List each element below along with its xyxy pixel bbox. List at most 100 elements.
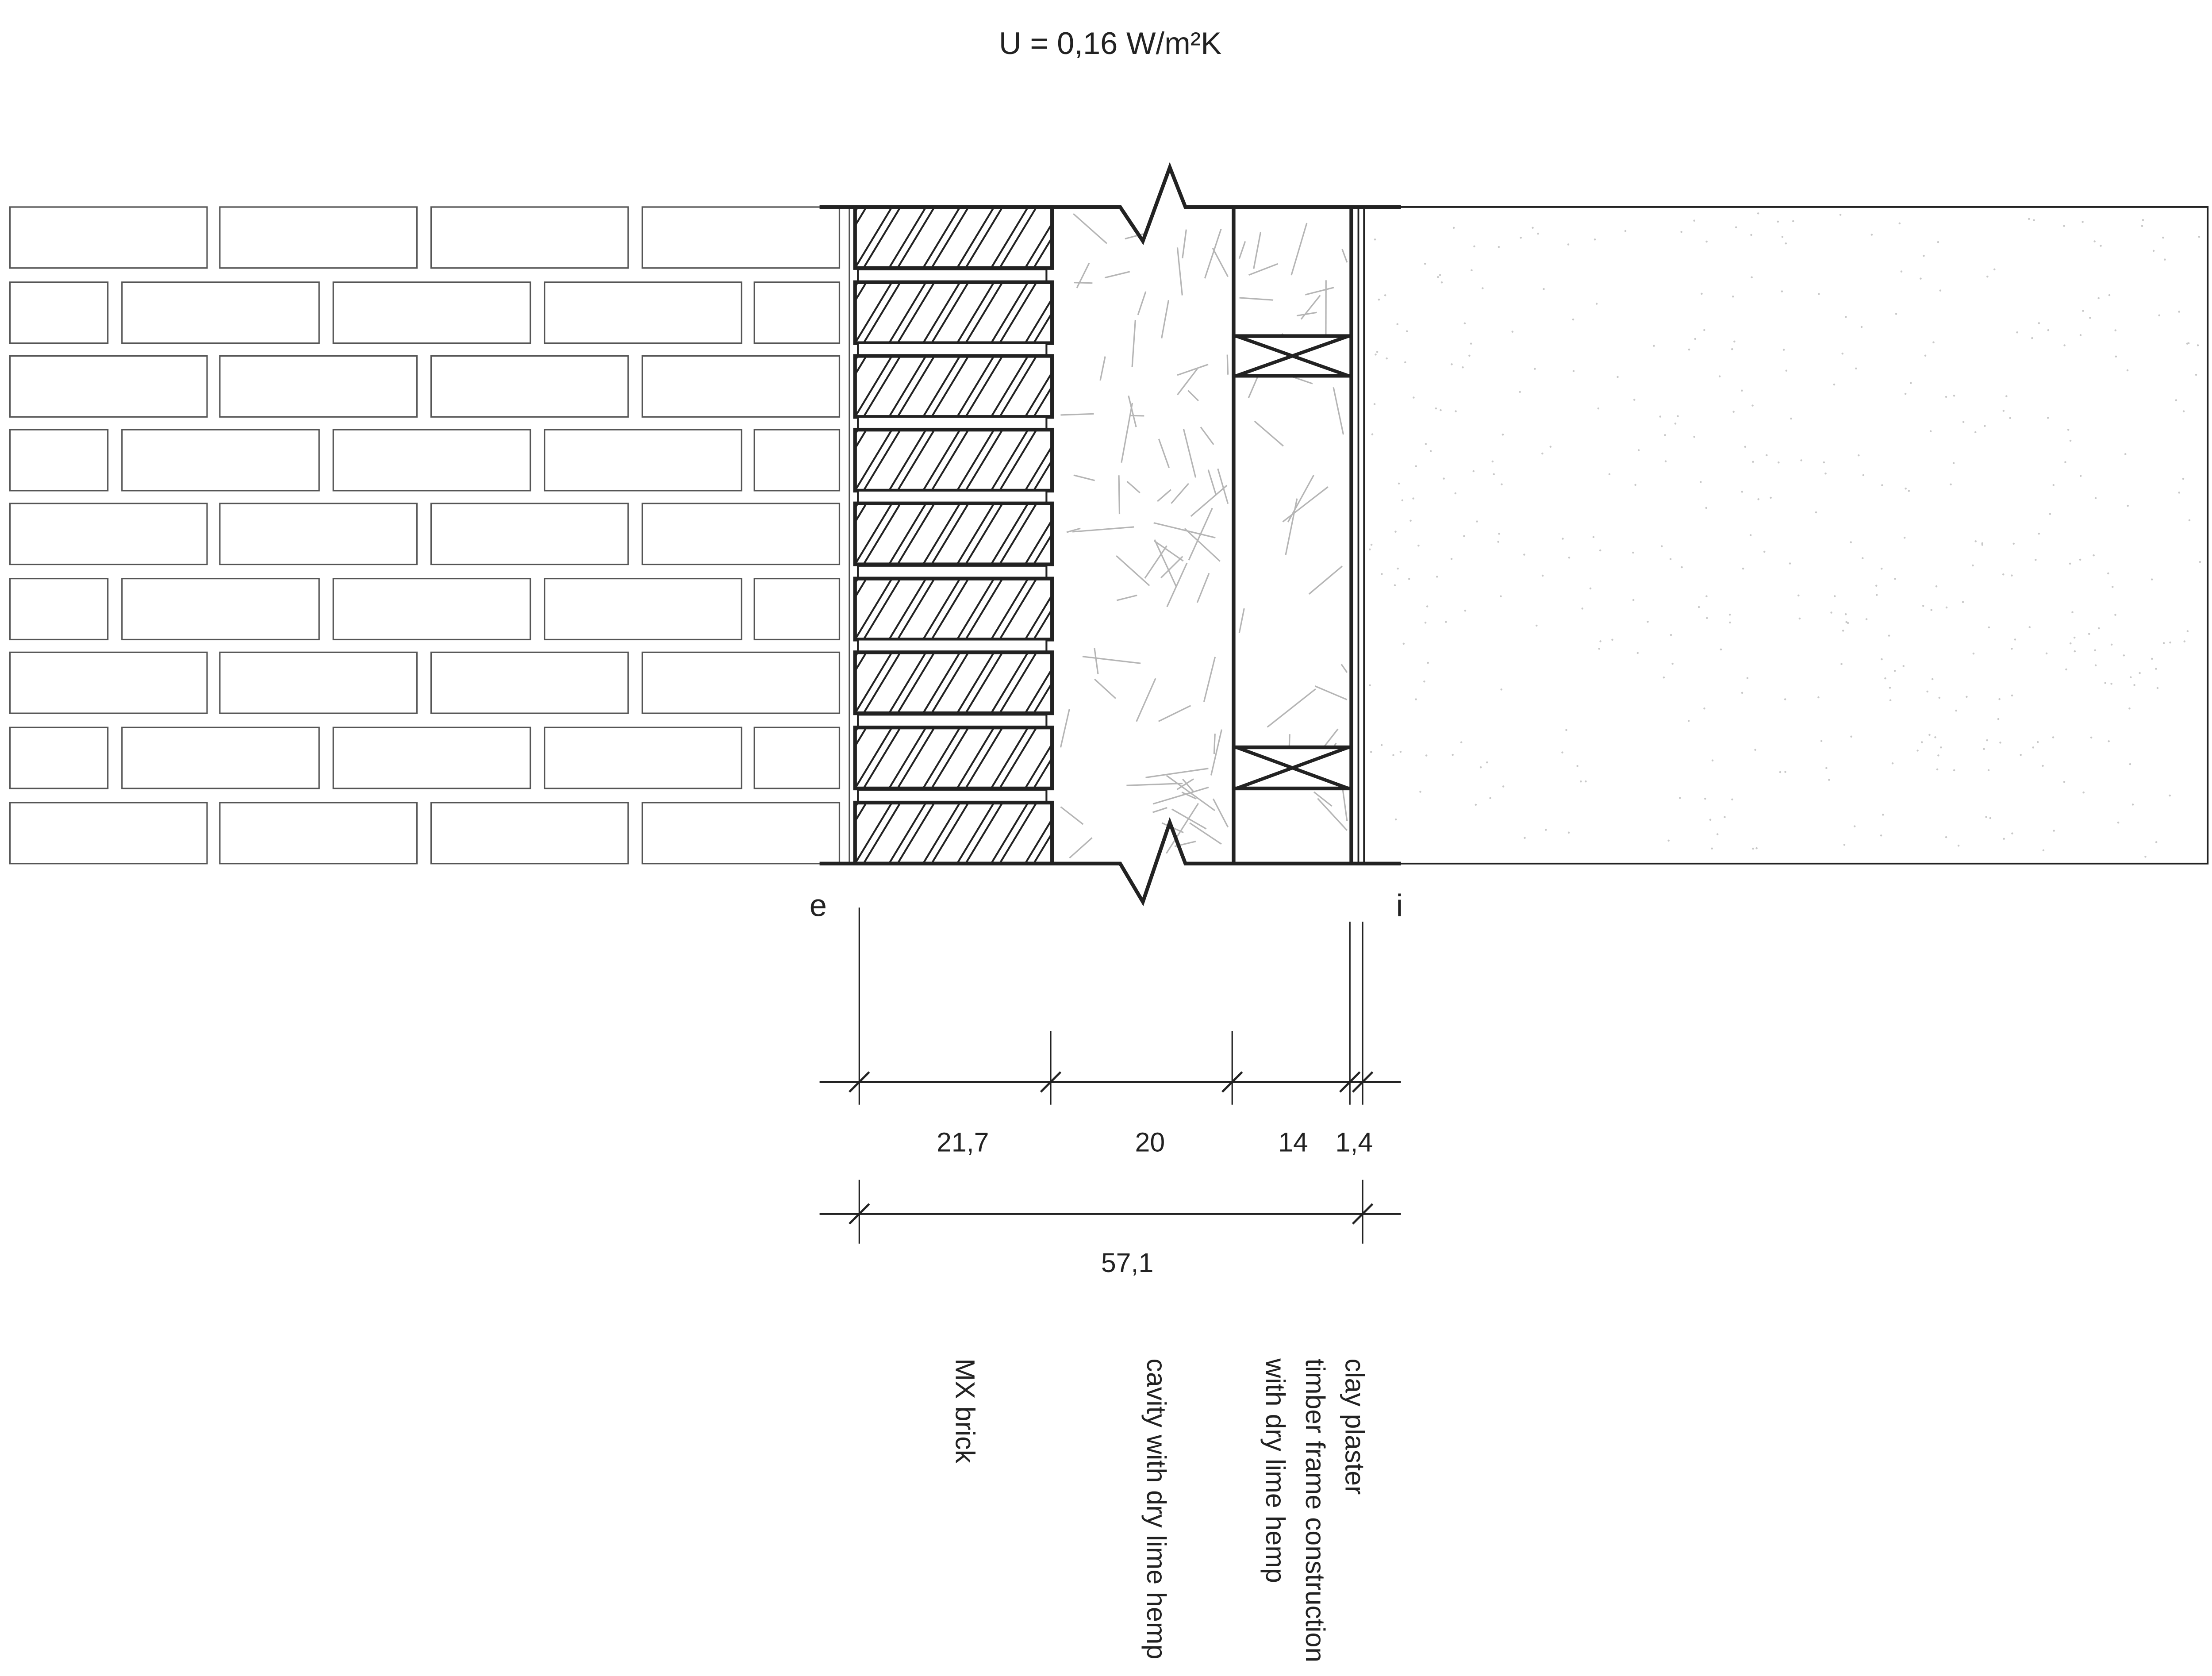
plaster-dot	[1594, 238, 1596, 241]
hatch-line	[998, 727, 1037, 789]
plaster-dot	[1697, 606, 1700, 608]
hemp-fibre	[1196, 573, 1210, 603]
hemp-fibre	[1137, 291, 1147, 315]
plaster-dot	[2131, 803, 2134, 806]
plaster-dot	[2073, 636, 2076, 639]
hatch-line	[854, 727, 868, 747]
hemp-fibre	[1285, 498, 1298, 555]
plaster-dot	[1757, 498, 1759, 500]
plaster-dot	[1599, 640, 1601, 642]
hemp-fibre	[1145, 768, 1209, 778]
plaster-dot	[1862, 557, 1864, 559]
plaster-dot	[2187, 342, 2190, 344]
hatch-line	[863, 355, 902, 418]
plaster-dot	[1705, 595, 1708, 597]
plaster-dot	[1945, 396, 1947, 398]
hatch-line	[854, 281, 893, 344]
plaster-dot	[1862, 474, 1865, 477]
hemp-fibre	[1212, 248, 1229, 277]
plaster-dot	[2093, 554, 2095, 557]
plaster-dot	[2063, 225, 2065, 227]
plaster-dot	[2037, 741, 2039, 743]
plaster-dot	[2012, 542, 2015, 545]
plaster-dot	[1561, 751, 1563, 753]
plaster-dot	[1396, 323, 1398, 325]
plaster-dot	[1893, 670, 1896, 672]
hemp-fibre	[1254, 420, 1284, 447]
plaster-dot	[1402, 642, 1405, 645]
plaster-dot	[1452, 753, 1454, 756]
plaster-dot	[2178, 311, 2180, 313]
plaster-dot	[1916, 750, 1919, 752]
hatch-line	[863, 727, 902, 789]
plaster-dot	[1789, 562, 1791, 565]
plaster-dot	[1705, 240, 1708, 243]
hatch-line	[854, 578, 893, 640]
plaster-dot	[2182, 410, 2185, 412]
plaster-dot	[2155, 841, 2158, 843]
plaster-dot	[1834, 595, 1836, 597]
plaster-dot	[1781, 236, 1784, 238]
hemp-fibre	[1200, 427, 1214, 445]
plaster-dot	[1974, 540, 1977, 542]
plaster-dot	[1537, 232, 1539, 235]
plaster-dot	[1415, 698, 1417, 700]
plaster-dot	[2042, 849, 2045, 852]
plaster-dot	[1815, 511, 1817, 514]
plaster-dot	[1938, 696, 1941, 699]
plaster-dot	[2169, 794, 2171, 797]
plaster-dot	[1661, 545, 1663, 547]
plaster-dot	[1409, 519, 1412, 522]
plaster-dot	[1731, 798, 1733, 801]
hatch-line	[1024, 372, 1053, 418]
plaster-dot	[1923, 254, 1925, 257]
plaster-dot	[2005, 395, 2008, 397]
label-cavity: cavity with dry lime hemp	[1141, 1358, 1171, 1659]
hatch-line	[956, 652, 995, 714]
plaster-dot	[1429, 450, 1432, 452]
plaster-dot	[1779, 771, 1782, 773]
plaster-dot	[1406, 330, 1408, 332]
plaster-dot	[1993, 268, 1996, 271]
bottom-break-line	[819, 817, 1401, 907]
plaster-dot	[1637, 449, 1640, 451]
exterior-brick	[121, 727, 320, 789]
hemp-fibre	[1136, 678, 1156, 722]
hemp-fibre	[1060, 806, 1084, 825]
plaster-dot	[1394, 584, 1396, 587]
plaster-dot	[1572, 370, 1575, 372]
plaster-dot	[1754, 749, 1756, 751]
plaster-dot	[2197, 344, 2199, 346]
plaster-dot	[2090, 736, 2093, 739]
plaster-dot	[1592, 536, 1595, 538]
plaster-dot	[1751, 276, 1753, 278]
plaster-dot	[1889, 687, 1891, 689]
hatch-line	[888, 503, 927, 565]
hatch-line	[1024, 298, 1053, 344]
hatch-line	[964, 802, 1003, 864]
plaster-dot	[2195, 373, 2197, 376]
plaster-dot	[1427, 661, 1429, 664]
plaster-dot	[1500, 595, 1502, 597]
plaster-dot	[1974, 431, 1977, 434]
plaster-dot	[2094, 497, 2097, 500]
exterior-brick	[753, 727, 841, 789]
plaster-dot	[1875, 584, 1878, 587]
plaster-dot	[1450, 557, 1453, 560]
exterior-brick	[430, 503, 629, 565]
plaster-dot	[2038, 322, 2040, 324]
plaster-dot	[1785, 242, 1787, 245]
plaster-dot	[1703, 329, 1705, 331]
hemp-fibre	[1238, 241, 1246, 259]
hemp-fibre	[1203, 657, 1216, 702]
hatch-line	[990, 206, 1029, 269]
hatch-line	[990, 429, 1029, 492]
plaster-dot	[1633, 399, 1636, 401]
hatch-line	[854, 429, 868, 449]
plaster-dot	[1711, 847, 1713, 850]
hemp-fibre	[1308, 565, 1343, 595]
hemp-fibre	[1094, 678, 1116, 699]
plaster-dot	[1924, 354, 1927, 357]
plaster-dot	[1741, 389, 1743, 392]
plaster-dot	[1541, 452, 1544, 455]
